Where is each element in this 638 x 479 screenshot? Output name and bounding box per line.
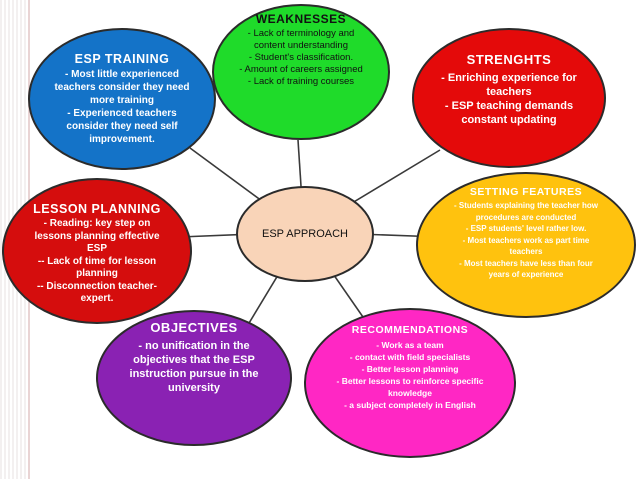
center-label: ESP APPROACH — [262, 228, 348, 240]
text-line: consider they need self — [66, 121, 178, 132]
node-lesson-planning-list: - Reading: key step on lessons planning … — [34, 218, 159, 306]
text-line: - Lack of training courses — [247, 76, 355, 87]
text-line: teachers consider they need — [54, 82, 190, 93]
node-setting-features: SETTING FEATURES - Students explaining t… — [416, 172, 636, 318]
text-line: - Most teachers work as part time — [462, 235, 590, 245]
text-line: university — [168, 382, 220, 394]
node-recommendations-list: - Work as a team - contact with field sp… — [337, 339, 484, 411]
text-line: instruction pursue in the — [129, 368, 259, 380]
text-line: - Experienced teachers — [67, 108, 177, 119]
text-line: - ESP teaching demands — [444, 100, 574, 112]
text-line: more training — [90, 95, 154, 106]
text-line: years of experience — [488, 270, 564, 279]
node-lesson-planning: LESSON PLANNING - Reading: key step on l… — [2, 178, 192, 324]
text-line: - contact with field specialists — [349, 352, 471, 362]
node-esp-training-title: ESP TRAINING — [74, 52, 170, 66]
text-line: knowledge — [388, 388, 432, 398]
text-line: expert. — [80, 293, 114, 304]
text-line: lessons planning effective — [34, 230, 160, 242]
node-center: ESP APPROACH — [236, 186, 374, 282]
text-line: - Most teachers have less than four — [459, 258, 593, 268]
text-line: - ESP students' level rather low. — [465, 224, 587, 233]
text-line: - Amount of careers assigned — [239, 64, 363, 75]
text-line: - Reading: key step on — [43, 218, 151, 229]
node-weaknesses: WEAKNESSES - Lack of terminology and con… — [212, 4, 390, 140]
text-line: constant updating — [461, 114, 557, 126]
node-strengths: STRENGHTS - Enriching experience for tea… — [412, 28, 606, 168]
text-line: - Student's classification. — [248, 52, 354, 63]
text-line: improvement. — [89, 134, 155, 145]
text-line: teachers — [486, 86, 532, 98]
node-setting-features-list: - Students explaining the teacher how pr… — [454, 200, 598, 281]
node-esp-training-list: - Most little experienced teachers consi… — [54, 68, 189, 146]
text-line: -- Disconnection teacher- — [36, 280, 157, 292]
text-line: teachers — [509, 247, 543, 256]
node-weaknesses-list: - Lack of terminology and content unders… — [239, 28, 363, 88]
text-line: content understanding — [253, 40, 348, 51]
text-line: - a subject completely in English — [344, 400, 476, 410]
text-line: procedures are conducted — [475, 212, 577, 222]
node-objectives: OBJECTIVES - no unification in the objec… — [96, 310, 292, 446]
node-recommendations: RECOMMENDATIONS - Work as a team - conta… — [304, 308, 516, 458]
text-line: - Lack of terminology and — [247, 28, 355, 39]
text-line: ESP — [86, 243, 107, 254]
node-esp-training: ESP TRAINING - Most little experienced t… — [28, 28, 216, 170]
text-line: - Better lesson planning — [361, 364, 459, 374]
text-line: - Better lessons to reinforce specific — [336, 376, 484, 386]
node-recommendations-title: RECOMMENDATIONS — [351, 324, 469, 336]
node-strengths-list: - Enriching experience for teachers - ES… — [441, 71, 577, 127]
text-line: - Enriching experience for — [441, 72, 577, 84]
text-line: - no unification in the — [138, 340, 250, 352]
node-setting-features-title: SETTING FEATURES — [469, 186, 583, 198]
text-line: - Work as a team — [376, 340, 444, 350]
text-line: planning — [76, 268, 118, 279]
text-line: - Most little experienced — [65, 69, 179, 80]
text-line: -- Lack of time for lesson — [37, 255, 157, 267]
node-objectives-list: - no unification in the objectives that … — [130, 339, 259, 395]
text-line: - Students explaining the teacher how — [453, 201, 599, 210]
node-lesson-planning-title: LESSON PLANNING — [33, 202, 161, 216]
node-strengths-title: STRENGHTS — [466, 52, 552, 67]
node-weaknesses-title: WEAKNESSES — [255, 12, 347, 26]
node-objectives-title: OBJECTIVES — [150, 320, 238, 335]
text-line: objectives that the ESP — [133, 354, 255, 366]
